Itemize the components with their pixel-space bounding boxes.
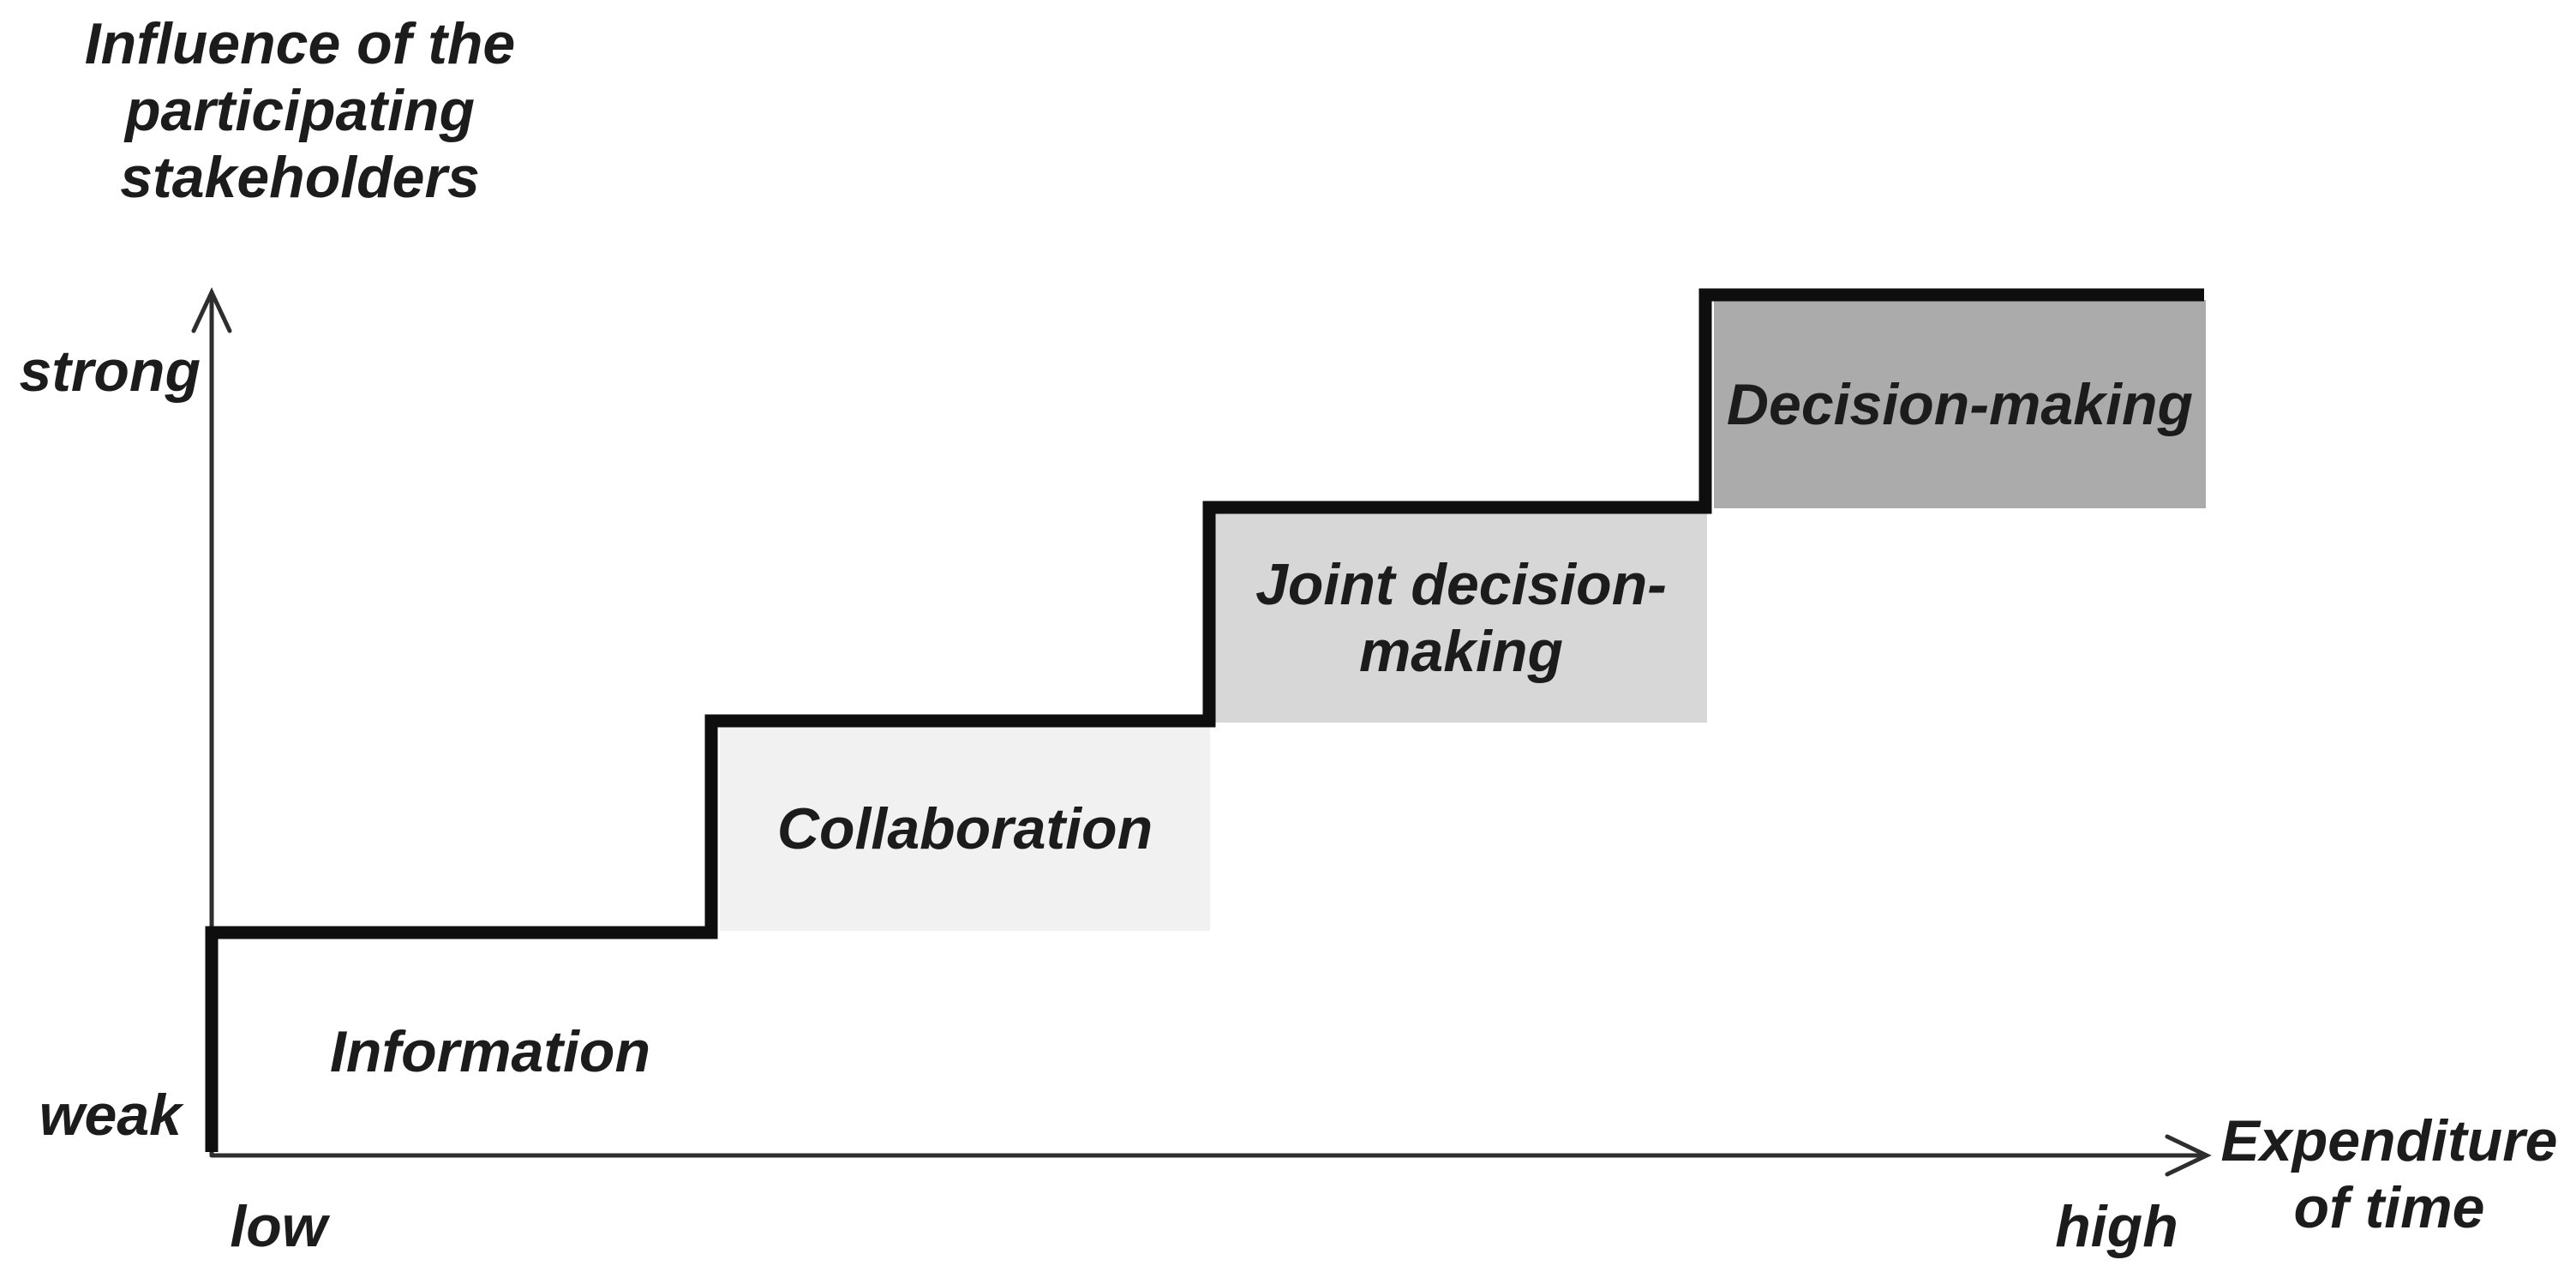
x-axis-max-label: high bbox=[2055, 1194, 2178, 1259]
staircase-line bbox=[205, 288, 2204, 1152]
x-axis-arrowhead-icon bbox=[2165, 1134, 2212, 1177]
x-axis-title: Expenditure of time bbox=[2220, 1108, 2558, 1240]
x-axis-min-label: low bbox=[230, 1194, 327, 1259]
joint-decision-making-box bbox=[1215, 513, 1707, 723]
step-label-information: Information bbox=[330, 1019, 650, 1084]
collaboration-box bbox=[720, 727, 1210, 931]
decision-making-box bbox=[1714, 300, 2206, 508]
y-axis-min-label: weak bbox=[39, 1083, 182, 1148]
step-label-collaboration: Collaboration bbox=[776, 796, 1153, 861]
step-label-decision-making: Decision-making bbox=[1726, 371, 2194, 437]
y-axis-arrowhead-icon bbox=[191, 287, 232, 333]
y-axis-title: Influence of the participating stakehold… bbox=[84, 11, 516, 210]
y-axis-max-label: strong bbox=[19, 339, 201, 404]
step-label-joint-decision-making: Joint decision- making bbox=[1255, 551, 1667, 684]
